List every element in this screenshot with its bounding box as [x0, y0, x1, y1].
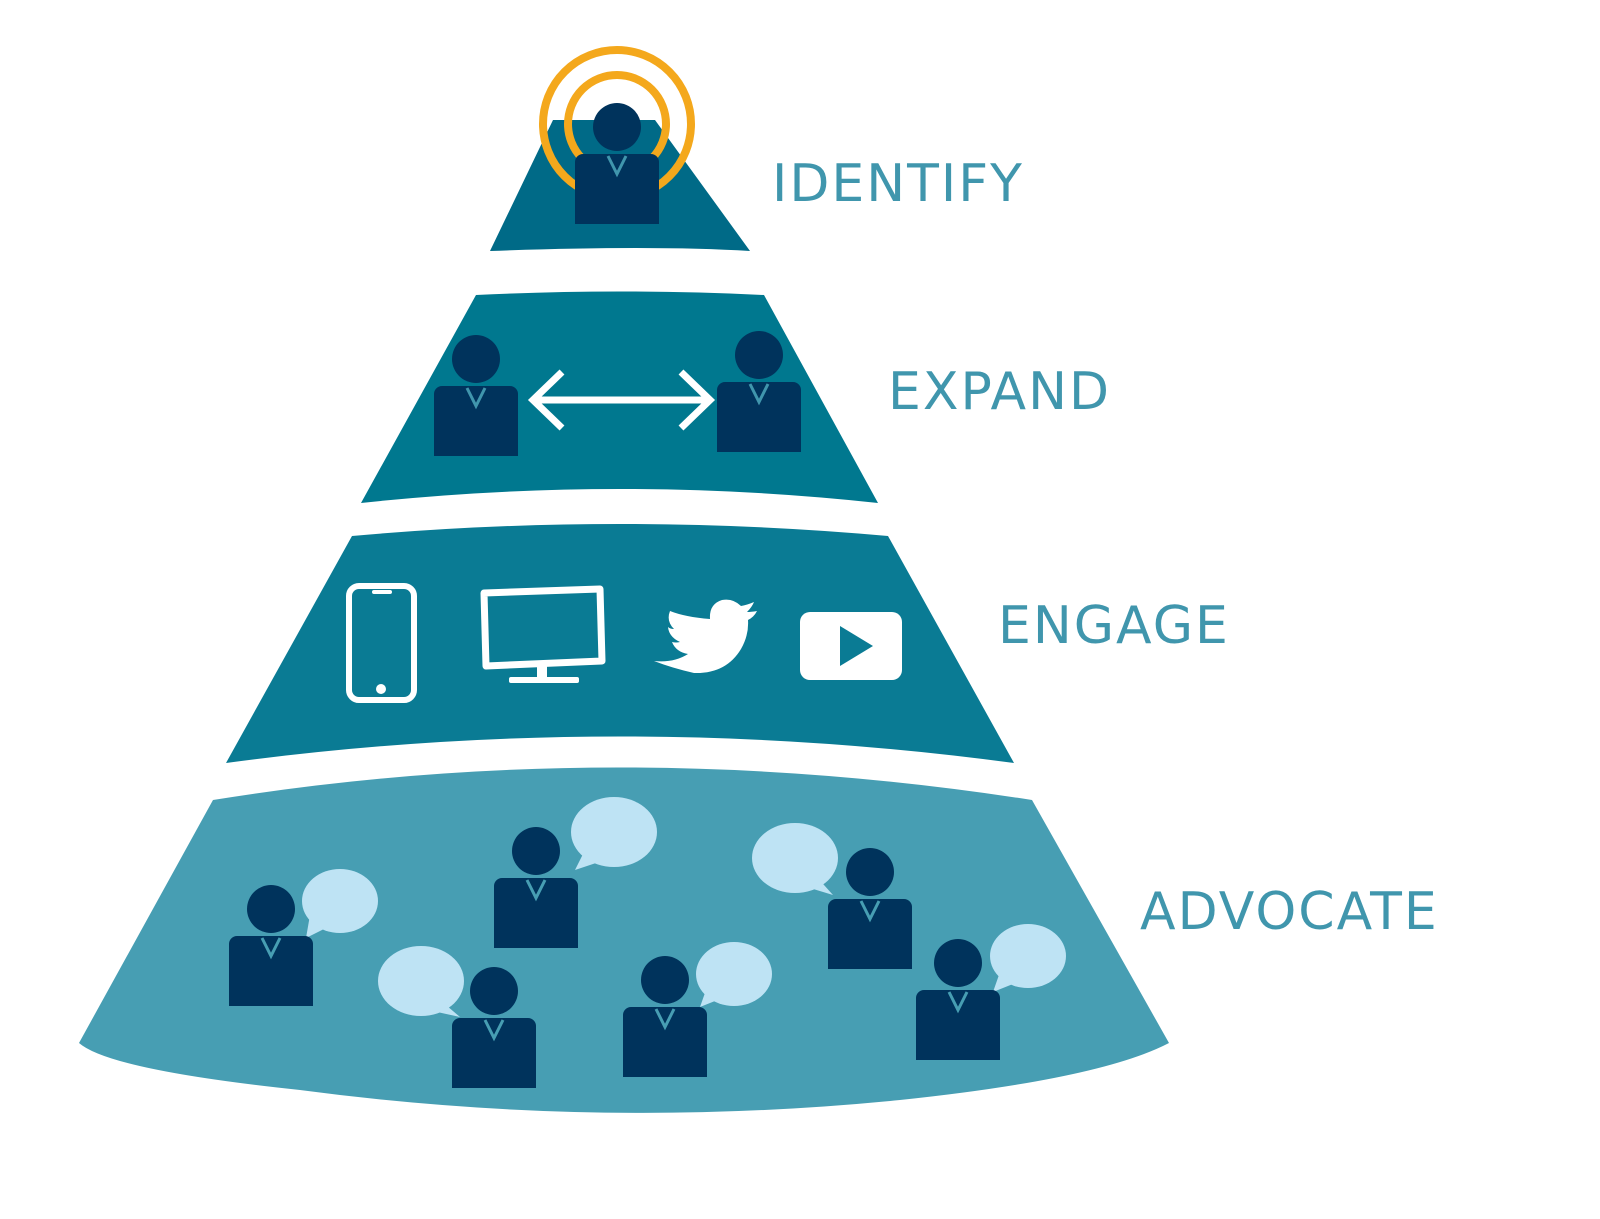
tier-advocate-shape	[79, 767, 1169, 1113]
double-arrow-icon	[527, 369, 716, 431]
tier-identify: IDENTIFY	[490, 46, 1024, 251]
monitor-icon	[480, 585, 606, 683]
tier-advocate: ADVOCATE	[79, 767, 1439, 1113]
speech-bubble-icon	[378, 946, 464, 1017]
tier-advocate-label: ADVOCATE	[1140, 882, 1439, 942]
speech-bubble-icon	[302, 869, 378, 938]
tier-engage-label: ENGAGE	[998, 596, 1230, 656]
tier-engage: ENGAGE	[226, 524, 1230, 763]
tier-engage-shape	[226, 524, 1014, 763]
smartphone-icon	[346, 583, 417, 703]
speech-bubble-icon	[752, 823, 838, 895]
speech-bubble-icon	[696, 942, 772, 1007]
speech-bubble-icon	[990, 924, 1066, 992]
video-play-icon	[800, 612, 902, 680]
twitter-bird-icon	[654, 599, 757, 674]
tier-identify-label: IDENTIFY	[772, 154, 1024, 214]
tier-expand-label: EXPAND	[888, 362, 1111, 422]
tier-expand: EXPAND	[361, 291, 1111, 503]
speech-bubble-icon	[571, 797, 657, 870]
